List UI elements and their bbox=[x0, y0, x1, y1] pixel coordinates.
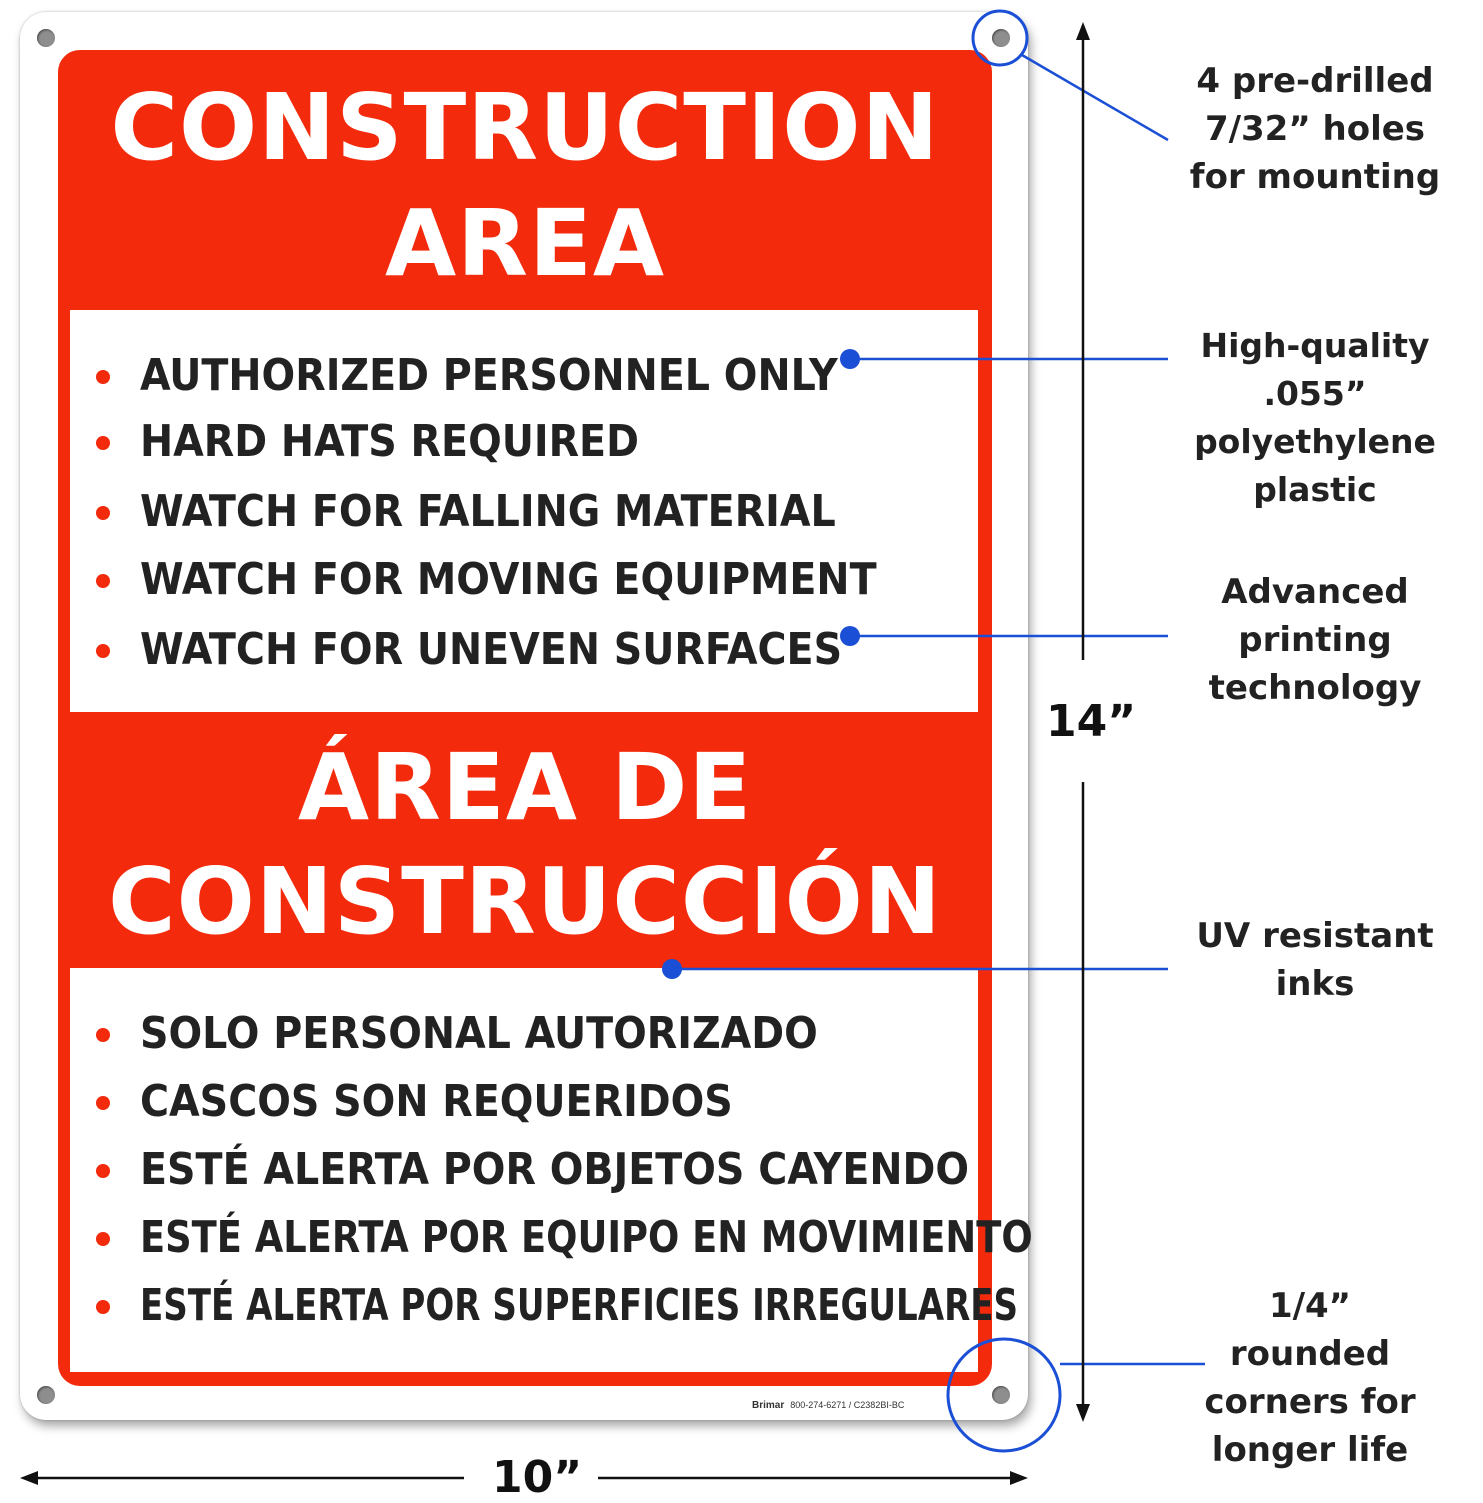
list-item: AUTHORIZED PERSONNEL ONLY bbox=[96, 350, 877, 416]
mounting-hole-top-left bbox=[37, 29, 55, 47]
sign-footer: Brimar 800-274-6271 / C2382BI-BC bbox=[752, 1400, 904, 1411]
hole-callout-line bbox=[1021, 53, 1169, 142]
brand-logo: Brimar bbox=[752, 1400, 785, 1411]
width-dimension-label: 10” bbox=[492, 1452, 583, 1503]
bullet-icon bbox=[96, 574, 110, 588]
heading-es-line-1: ÁREA DE bbox=[297, 734, 753, 841]
callout-material: High-quality .055” polyethylene plastic bbox=[1194, 326, 1436, 509]
list-item: HARD HATS REQUIRED bbox=[96, 416, 877, 486]
height-arrow-down-icon bbox=[1076, 1404, 1090, 1422]
bullet-icon bbox=[96, 1300, 110, 1314]
bullet-icon bbox=[96, 644, 110, 658]
bullet-icon bbox=[96, 436, 110, 450]
list-item: WATCH FOR UNEVEN SURFACES bbox=[96, 624, 877, 690]
callout-printing: Advanced printing technology bbox=[1208, 572, 1422, 708]
callout-holes: 4 pre-drilled 7/32” holes for mounting bbox=[1189, 61, 1441, 197]
heading-en-line-2: AREA bbox=[384, 190, 666, 297]
width-arrow-left-icon bbox=[20, 1471, 38, 1485]
bullet-icon bbox=[96, 370, 110, 384]
list-item: ESTÉ ALERTA POR SUPERFICIES IRREGULARES bbox=[96, 1280, 1161, 1348]
bullet-icon bbox=[96, 1096, 110, 1110]
mounting-hole-bottom-right bbox=[992, 1386, 1010, 1404]
heading-es-line-2: CONSTRUCCIÓN bbox=[108, 848, 942, 955]
height-dimension-label: 14” bbox=[1046, 696, 1137, 747]
bullet-icon bbox=[96, 1164, 110, 1178]
product-code: 800-274-6271 / C2382BI-BC bbox=[790, 1400, 905, 1410]
callout-corners: 1/4” rounded corners for longer life bbox=[1204, 1286, 1416, 1470]
mounting-hole-bottom-left bbox=[37, 1386, 55, 1404]
bullet-icon bbox=[96, 506, 110, 520]
list-item: WATCH FOR FALLING MATERIAL bbox=[96, 486, 877, 554]
spanish-rules-panel: SOLO PERSONAL AUTORIZADO CASCOS SON REQU… bbox=[70, 968, 1033, 1372]
construction-sign: CONSTRUCTION AREA AUTHORIZED PERSONNEL O… bbox=[20, 12, 1033, 1420]
list-item: SOLO PERSONAL AUTORIZADO bbox=[96, 1008, 1161, 1076]
sign-red-frame: CONSTRUCTION AREA AUTHORIZED PERSONNEL O… bbox=[58, 50, 1033, 1386]
english-rules-panel: AUTHORIZED PERSONNEL ONLY HARD HATS REQU… bbox=[70, 310, 978, 712]
height-arrow-up-icon bbox=[1076, 22, 1090, 40]
callout-inks: UV resistant inks bbox=[1196, 916, 1434, 1004]
mounting-hole-top-right bbox=[992, 29, 1010, 47]
heading-en-line-1: CONSTRUCTION bbox=[110, 74, 940, 181]
bullet-icon bbox=[96, 1232, 110, 1246]
spanish-rules-list: SOLO PERSONAL AUTORIZADO CASCOS SON REQU… bbox=[96, 1008, 1161, 1348]
list-item: WATCH FOR MOVING EQUIPMENT bbox=[96, 554, 877, 624]
list-item: ESTÉ ALERTA POR OBJETOS CAYENDO bbox=[96, 1144, 1161, 1212]
bullet-icon bbox=[96, 1028, 110, 1042]
width-arrow-right-icon bbox=[1010, 1471, 1028, 1485]
list-item: ESTÉ ALERTA POR EQUIPO EN MOVIMIENTO bbox=[96, 1212, 1161, 1280]
english-rules-list: AUTHORIZED PERSONNEL ONLY HARD HATS REQU… bbox=[96, 350, 877, 690]
list-item: CASCOS SON REQUERIDOS bbox=[96, 1076, 1161, 1144]
